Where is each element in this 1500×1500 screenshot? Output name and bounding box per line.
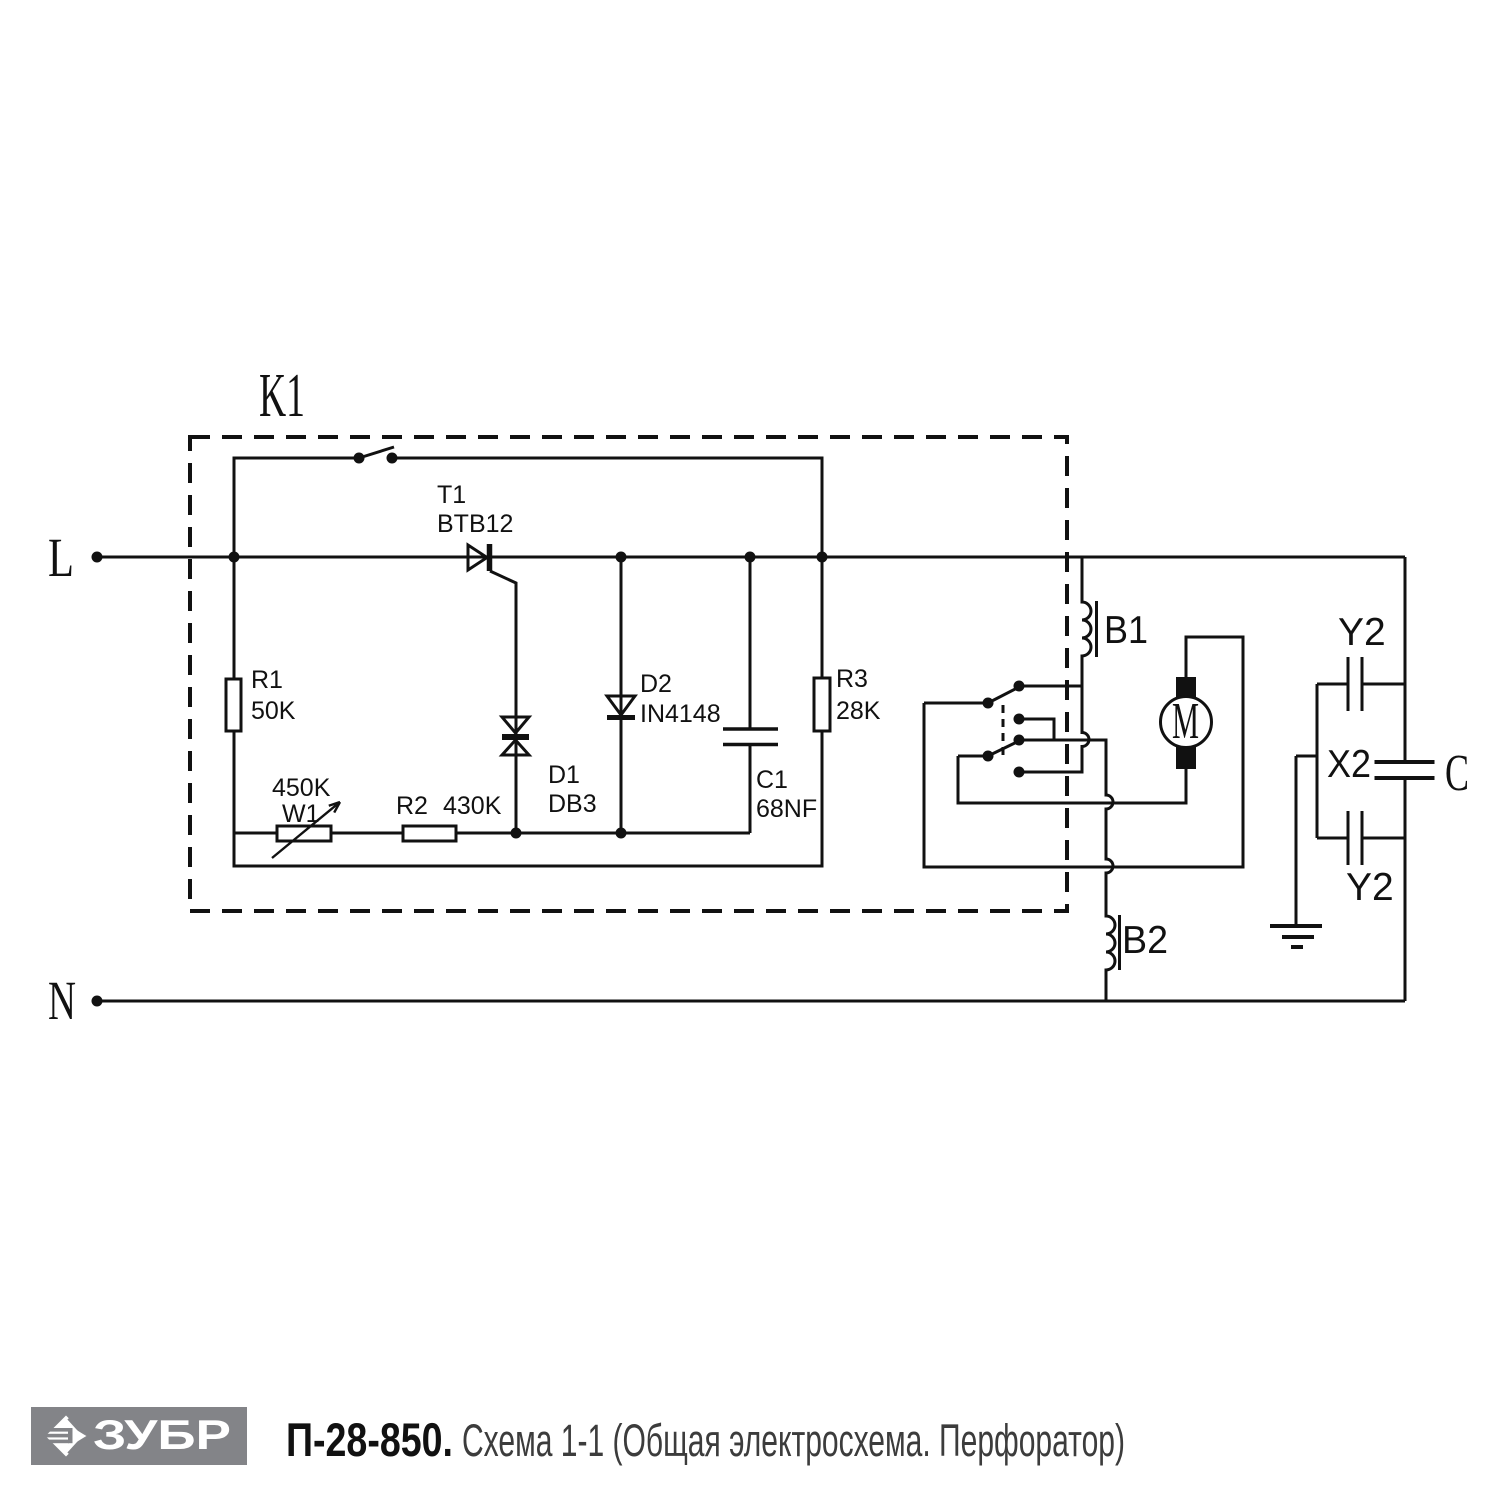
svg-text:Схема 1-1 (Общая электросхема.: Схема 1-1 (Общая электросхема. Перфорато… [462,1415,1125,1466]
svg-text:R2: R2 [396,792,428,820]
svg-text:430K: 430K [443,792,502,820]
svg-text:IN4148: IN4148 [640,700,721,728]
svg-text:28K: 28K [836,697,881,725]
svg-text:450K: 450K [272,774,331,802]
svg-text:BTB12: BTB12 [437,510,513,538]
svg-text:Y2: Y2 [1346,866,1394,909]
svg-text:П-28-850.: П-28-850. [286,1413,453,1466]
svg-text:68NF: 68NF [756,795,817,823]
svg-text:L: L [48,527,74,588]
svg-text:50K: 50K [251,697,296,725]
svg-text:T1: T1 [437,481,466,509]
svg-text:N: N [48,970,76,1031]
svg-text:W1: W1 [282,800,320,828]
svg-text:K1: K1 [259,362,305,430]
svg-text:C1: C1 [756,766,788,794]
svg-text:Y2: Y2 [1338,611,1386,654]
svg-text:C: C [1445,745,1469,802]
svg-text:X2: X2 [1327,743,1371,786]
svg-text:D2: D2 [640,670,672,698]
svg-text:R3: R3 [836,665,868,693]
svg-text:D1: D1 [548,761,580,789]
svg-text:B2: B2 [1122,919,1168,962]
svg-text:DB3: DB3 [548,790,597,818]
svg-text:B1: B1 [1104,609,1148,652]
svg-text:M: M [1172,693,1199,750]
svg-text:R1: R1 [251,666,283,694]
svg-text:ЗУБР: ЗУБР [93,1411,231,1458]
